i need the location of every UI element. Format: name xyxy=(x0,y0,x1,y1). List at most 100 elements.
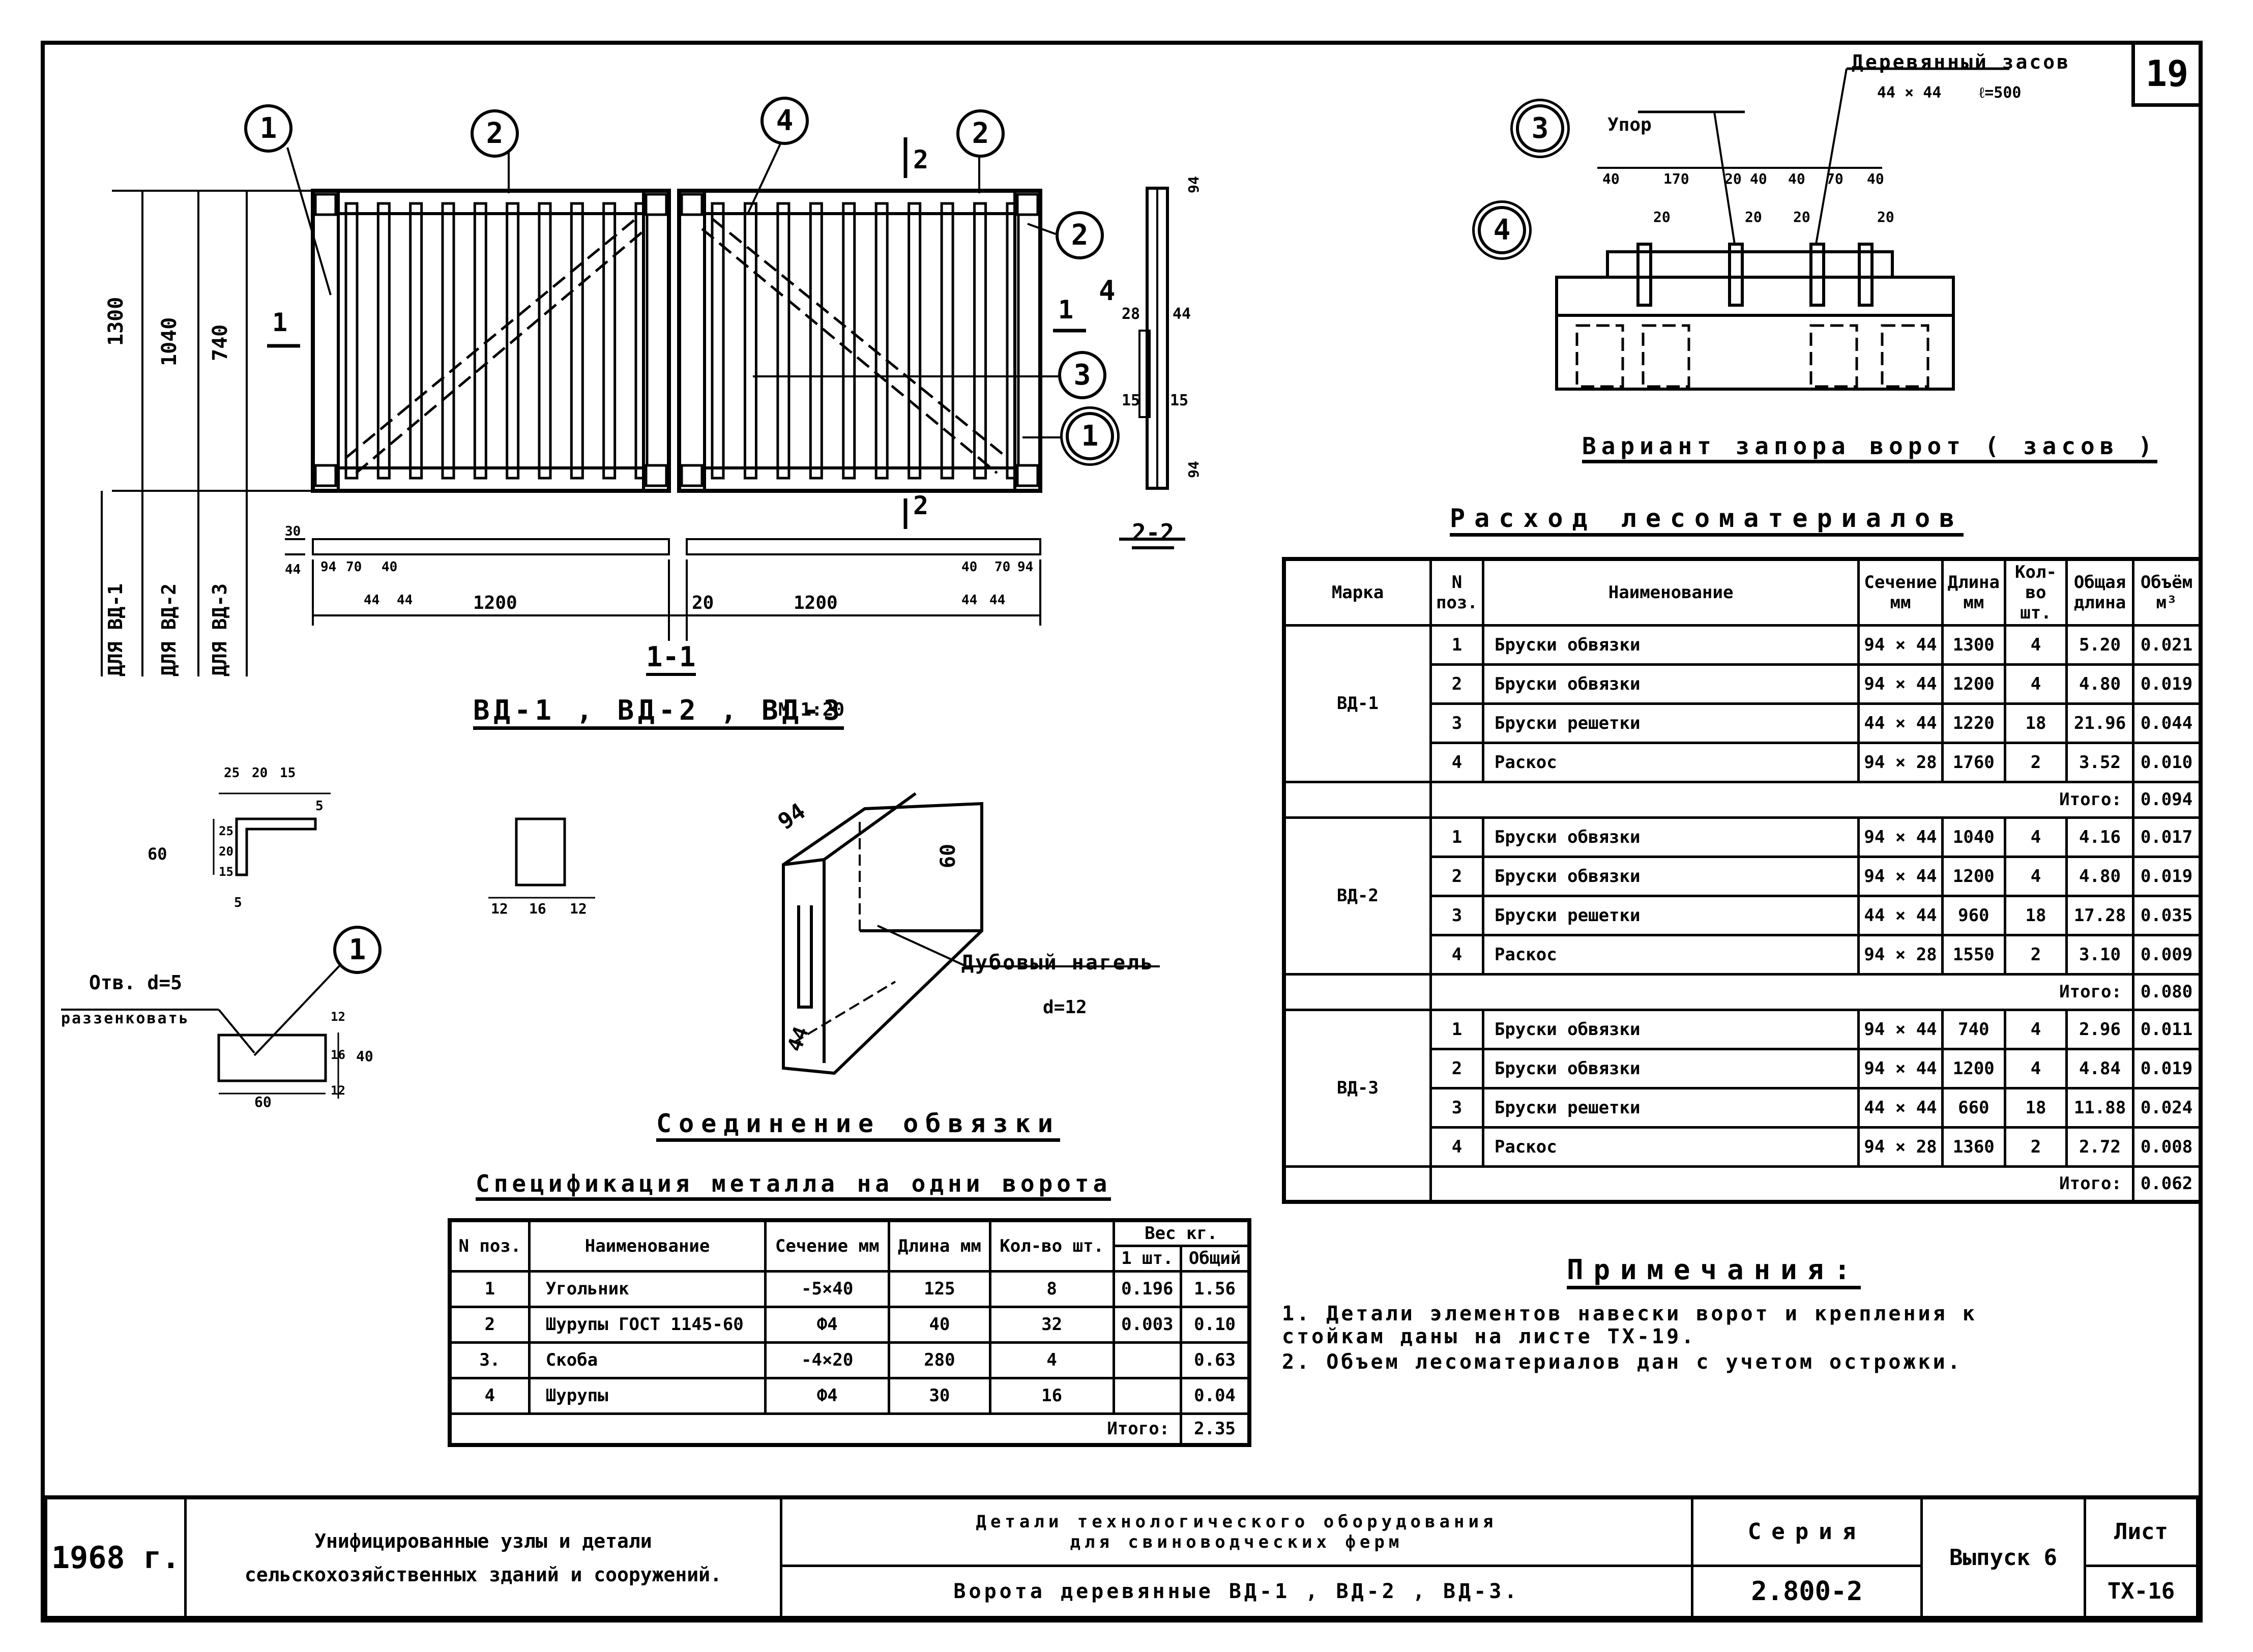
bolt-dim-b1: 20 xyxy=(1653,209,1671,225)
timber-cell-section: 94 × 44 xyxy=(1857,663,1944,705)
angle-dim-20b: 20 xyxy=(219,844,233,859)
timber-cell-tl: 4.80 xyxy=(2065,855,2134,897)
bolt-dim-b3: 20 xyxy=(1793,209,1810,225)
metal-cell-length: 40 xyxy=(888,1305,991,1344)
timber-cell-pos: 3 xyxy=(1429,1086,1484,1129)
timber-cell-name: Раскос xyxy=(1481,741,1860,783)
dim-40-left: 40 xyxy=(382,559,398,575)
stamp-year: 1968 г. xyxy=(45,1496,187,1618)
dim-1200-left: 1200 xyxy=(473,593,517,613)
cut-2-bottom: 2 xyxy=(913,491,929,520)
timber-cell-name: Бруски обвязки xyxy=(1481,624,1860,666)
side-15a: 15 xyxy=(1122,392,1140,409)
angle-dim-5: 5 xyxy=(315,799,324,814)
timber-mark: ВД-2 xyxy=(1282,816,1432,976)
metal-cell-pos: 3. xyxy=(448,1341,531,1379)
notes-title: Примечания: xyxy=(1567,1254,1861,1289)
cut-1-left: 1 xyxy=(272,308,288,337)
metal-cell-one xyxy=(1112,1376,1183,1415)
bolt-callout-3: 3 xyxy=(1516,104,1564,153)
callout-4-side: 4 xyxy=(1099,275,1116,307)
timber-cell-length: 1200 xyxy=(1941,855,2007,897)
col-section: Сечение мм xyxy=(764,1219,891,1273)
bolt-dim-6: 70 xyxy=(1826,170,1844,187)
callout-2-right: 2 xyxy=(956,109,1005,158)
stop-label: Упор xyxy=(1607,114,1652,135)
timber-cell-vol: 0.017 xyxy=(2132,816,2202,858)
metal-cell-qty: 16 xyxy=(988,1376,1115,1415)
grating-bar xyxy=(874,202,889,480)
metal-cell-length: 125 xyxy=(888,1270,991,1308)
bolt-dim-b2: 20 xyxy=(1745,209,1762,225)
grating-bar xyxy=(602,202,617,480)
stamp-series-value: 2.800-2 xyxy=(1691,1564,1923,1619)
detail-callout-1: 1 xyxy=(333,926,382,974)
angle-dim-60: 60 xyxy=(148,844,167,864)
grating-bar xyxy=(376,202,391,480)
metal-cell-one: 0.196 xyxy=(1112,1270,1183,1308)
plate2-dim-60: 60 xyxy=(254,1094,272,1110)
timber-cell-length: 1200 xyxy=(1941,1047,2007,1089)
grating-bar xyxy=(940,202,954,480)
plate-dim-12b: 12 xyxy=(570,900,587,917)
sheet-number: 19 xyxy=(2145,53,2189,95)
timber-cell-pos: 2 xyxy=(1429,1047,1484,1089)
metal-cell-section: Ф4 xyxy=(764,1376,891,1415)
right-leaf-frame xyxy=(677,189,1042,493)
timber-cell-length: 1200 xyxy=(1941,663,2007,705)
timber-cell-vol: 0.024 xyxy=(2132,1086,2202,1129)
callout-3-side: 3 xyxy=(1058,351,1106,399)
dim-1040: 1040 xyxy=(158,317,181,366)
timber-cell-qty: 18 xyxy=(2004,894,2068,936)
timber-cell-section: 94 × 28 xyxy=(1857,933,1944,976)
bolt-dim-1: 40 xyxy=(1602,170,1620,187)
dim-44-left-c: 44 xyxy=(397,593,413,608)
plate2-dim-12b: 12 xyxy=(331,1083,345,1098)
grating-bar xyxy=(711,202,725,480)
grating-bar xyxy=(908,202,922,480)
stamp-subject: Детали технологического оборудования для… xyxy=(779,1496,1694,1567)
plate2-detail xyxy=(217,1034,327,1082)
timber-cell-qty: 4 xyxy=(2004,855,2068,897)
col-length: Длина мм xyxy=(888,1219,991,1273)
timber-cell-pos: 4 xyxy=(1429,933,1484,976)
bolt-callout-4: 4 xyxy=(1478,206,1526,254)
dim-740: 740 xyxy=(209,324,232,361)
grating-bar xyxy=(634,202,649,480)
dim-70-left: 70 xyxy=(346,559,362,575)
timber-cell-pos: 1 xyxy=(1429,624,1484,666)
timber-cell-section: 44 × 44 xyxy=(1857,894,1944,936)
timber-total-row: Итого:0.062 xyxy=(1282,1165,2202,1203)
plate2-dim-12a: 12 xyxy=(331,1010,345,1024)
metal-cell-section: Ф4 xyxy=(764,1305,891,1344)
timber-col-mark: Марка xyxy=(1282,557,1432,627)
drawing-scale: М 1:20 xyxy=(778,699,845,720)
timber-cell-length: 1360 xyxy=(1941,1126,2007,1168)
callout-4-top: 4 xyxy=(760,97,809,145)
timber-cell-pos: 3 xyxy=(1429,702,1484,744)
timber-cell-tl: 4.84 xyxy=(2065,1047,2134,1089)
right-brace-2 xyxy=(701,228,998,474)
note-line-2: стойкам даны на листе ТХ-19. xyxy=(1282,1325,1696,1348)
angle-dim-25: 25 xyxy=(224,765,240,781)
metal-cell-qty: 4 xyxy=(988,1341,1115,1379)
timber-cell-pos: 4 xyxy=(1429,741,1484,783)
left-leaf-frame xyxy=(311,189,671,493)
timber-title: Расход лесоматериалов xyxy=(1450,504,1964,537)
bolt-option-title: Вариант запора ворот ( засов ) xyxy=(1582,432,2157,463)
timber-cell-length: 1550 xyxy=(1941,933,2007,976)
plate-dim-16: 16 xyxy=(529,900,546,917)
note-line-3: 2. Объем лесоматериалов дан с учетом ост… xyxy=(1282,1350,1963,1374)
timber-cell-qty: 4 xyxy=(2004,1047,2068,1089)
timber-cell-pos: 1 xyxy=(1429,816,1484,858)
section-1-1-label: 1-1 xyxy=(646,641,696,676)
timber-total-label: Итого: xyxy=(1429,1165,2134,1203)
col-weight-total: Общий xyxy=(1180,1244,1251,1273)
